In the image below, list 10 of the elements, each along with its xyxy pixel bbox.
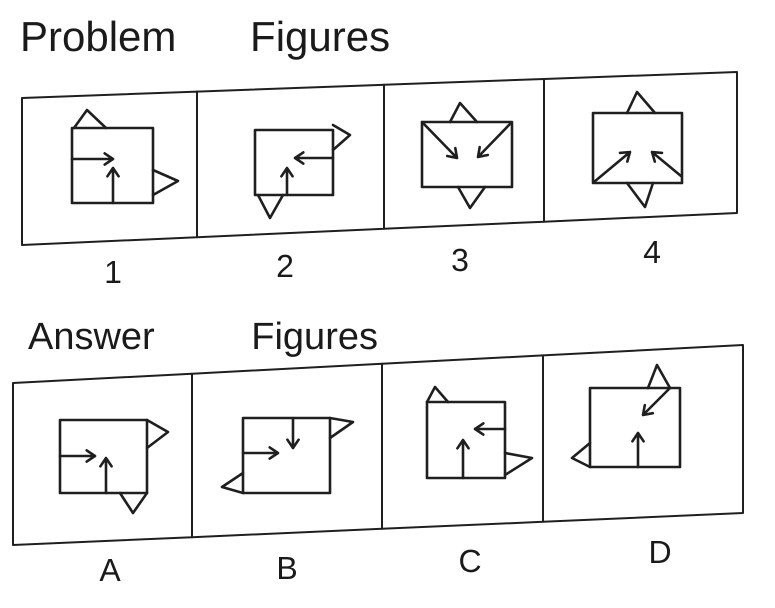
option-letter: D (648, 536, 672, 568)
figure-number: 2 (276, 250, 294, 282)
figure-number: 4 (643, 236, 661, 268)
option-letter: B (276, 552, 298, 584)
figure-number: 3 (451, 244, 469, 276)
section-heading: Answer Figures (28, 318, 378, 356)
option-letter: A (99, 554, 121, 586)
section-heading: Problem Figures (20, 16, 390, 58)
figure-number: 1 (104, 256, 122, 288)
option-letter: C (458, 545, 482, 577)
